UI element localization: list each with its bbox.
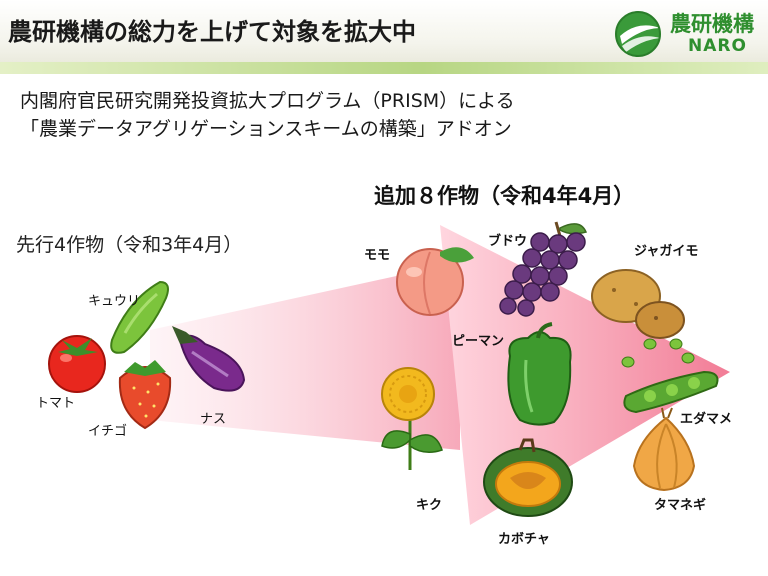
peach-icon: [396, 247, 474, 316]
subtitle-line-2: 「農業データアグリゲーションスキームの構築」アドオン: [20, 118, 512, 140]
crop-label-grape: ブドウ: [488, 234, 528, 249]
crop-label-eggplant: ナス: [200, 412, 227, 427]
crop-label-peach: モモ: [364, 248, 391, 263]
naro-logo: 農研機構 NARO: [612, 6, 762, 62]
cucumber-icon: [110, 280, 169, 354]
connector-beam: [150, 262, 460, 450]
crop-label-edamame: エダマメ: [680, 412, 733, 427]
tomato-icon: [48, 335, 106, 393]
crop-label-strawberry: イチゴ: [88, 424, 128, 439]
crop-label-cucumber: キュウリ: [88, 294, 141, 309]
crop-label-onion: タマネギ: [654, 498, 707, 513]
added-crops-label: 追加８作物（令和4年4月）: [374, 184, 635, 208]
initial-crops-label: 先行4作物（令和3年4月）: [16, 234, 243, 256]
crop-label-green-pepper: ピーマン: [452, 334, 505, 349]
logo-name: 農研機構: [670, 12, 754, 36]
grape-icon: [499, 221, 588, 317]
strawberry-icon: [118, 360, 172, 430]
crop-label-pumpkin: カボチャ: [498, 532, 550, 547]
edamame-beans-icon: [621, 338, 695, 368]
logo-sub: NARO: [688, 36, 747, 56]
header-accent-band: [0, 62, 768, 74]
chrysanthemum-icon: [381, 367, 443, 470]
edamame-pod-icon: [623, 370, 719, 414]
naro-leaf-icon: [615, 11, 661, 57]
subtitle-line-1: 内閣府官民研究開発投資拡大プログラム（PRISM）による: [20, 90, 515, 112]
crop-label-potato: ジャガイモ: [634, 244, 699, 259]
crop-label-tomato: トマト: [36, 396, 76, 411]
pumpkin-icon: [483, 438, 573, 517]
crop-label-chrysanthemum: キク: [416, 498, 443, 513]
eggplant-icon: [172, 326, 246, 392]
potato-icon: [591, 269, 685, 339]
page-title: 農研機構の総力を上げて対象を拡大中: [8, 18, 416, 46]
onion-icon: [632, 407, 696, 492]
green-pepper-icon: [507, 322, 572, 426]
